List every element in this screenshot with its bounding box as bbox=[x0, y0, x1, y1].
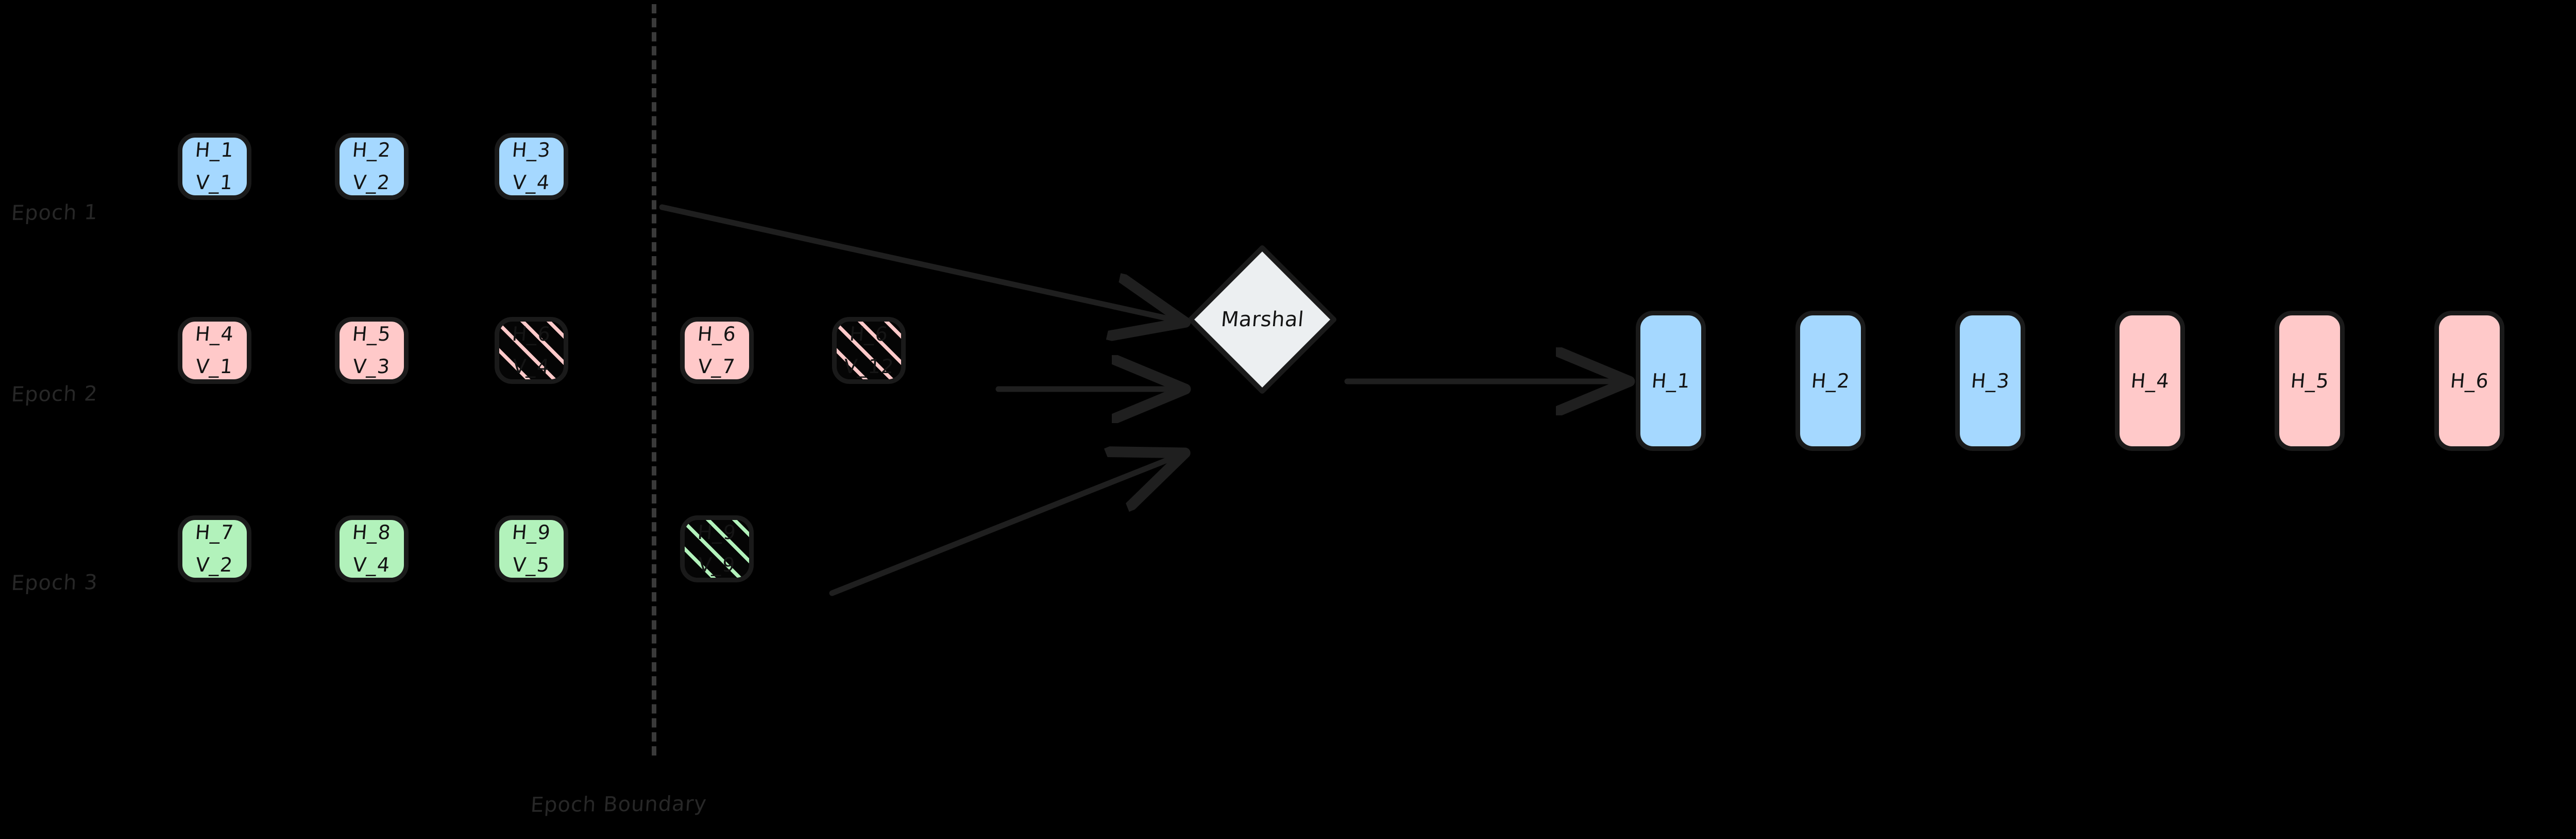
box-header: H_2 bbox=[1810, 369, 1851, 392]
epoch-label-2: Epoch 2 bbox=[10, 382, 99, 407]
box-header: H_9 bbox=[511, 521, 552, 544]
box-version: V_2 bbox=[195, 553, 234, 576]
box-header: H_6 bbox=[2449, 369, 2490, 392]
epoch2-box-4[interactable]: H_6 V_7 bbox=[680, 317, 754, 384]
output-box-6[interactable]: H_6 bbox=[2434, 311, 2504, 451]
diamond-shape bbox=[1188, 245, 1336, 394]
epoch2-box-2[interactable]: H_5 V_3 bbox=[335, 317, 409, 384]
epoch2-box-1[interactable]: H_4 V_1 bbox=[178, 317, 251, 384]
box-header: H_4 bbox=[2129, 369, 2171, 392]
epoch3-box-1[interactable]: H_7 V_2 bbox=[178, 515, 251, 582]
box-header: H_8 bbox=[351, 521, 392, 544]
box-header: H_1 bbox=[194, 139, 235, 162]
box-header: H_6 bbox=[849, 323, 889, 346]
box-header: H_6 bbox=[697, 323, 737, 346]
marshal-node[interactable]: Marshal bbox=[1188, 245, 1337, 394]
box-version: V_12 bbox=[842, 355, 895, 378]
epoch-boundary-line bbox=[652, 4, 656, 756]
box-version: V_4 bbox=[512, 355, 551, 378]
box-header: H_5 bbox=[2289, 369, 2330, 392]
box-header: H_4 bbox=[194, 323, 235, 346]
epoch-label-1: Epoch 1 bbox=[10, 200, 99, 225]
output-box-4[interactable]: H_4 bbox=[2115, 311, 2185, 451]
output-box-5[interactable]: H_5 bbox=[2275, 311, 2345, 451]
epoch3-box-2[interactable]: H_8 V_4 bbox=[335, 515, 409, 582]
box-version: V_5 bbox=[512, 553, 551, 576]
epoch-boundary-label: Epoch Boundary bbox=[530, 792, 708, 817]
output-box-2[interactable]: H_2 bbox=[1795, 311, 1866, 451]
box-header: H_1 bbox=[1650, 369, 1691, 392]
box-version: V_1 bbox=[195, 171, 234, 194]
box-header: H_3 bbox=[511, 139, 552, 162]
box-version: V_4 bbox=[352, 553, 392, 576]
box-header: H_6 bbox=[511, 323, 552, 346]
box-version: V_2 bbox=[352, 171, 392, 194]
epoch1-box-2[interactable]: H_2 V_2 bbox=[335, 133, 409, 200]
box-header: H_9 bbox=[697, 521, 737, 544]
box-header: H_5 bbox=[351, 323, 392, 346]
epoch3-box-3[interactable]: H_9 V_5 bbox=[495, 515, 568, 582]
epoch2-box-3-dropped[interactable]: H_6 V_4 bbox=[495, 317, 568, 384]
epoch-label-3: Epoch 3 bbox=[10, 570, 99, 595]
box-version: V_9 bbox=[697, 553, 737, 576]
box-header: H_3 bbox=[1970, 369, 2011, 392]
epoch1-box-1[interactable]: H_1 V_1 bbox=[178, 133, 251, 200]
epoch3-box-4-dropped[interactable]: H_9 V_9 bbox=[680, 515, 754, 582]
box-version: V_4 bbox=[512, 171, 551, 194]
box-version: V_7 bbox=[697, 355, 737, 378]
box-version: V_1 bbox=[195, 355, 234, 378]
epoch1-box-3[interactable]: H_3 V_4 bbox=[495, 133, 568, 200]
box-header: H_2 bbox=[351, 139, 392, 162]
epoch2-box-5-dropped[interactable]: H_6 V_12 bbox=[832, 317, 906, 384]
marshal-label: Marshal bbox=[1219, 308, 1305, 331]
output-box-3[interactable]: H_3 bbox=[1955, 311, 2025, 451]
box-header: H_7 bbox=[194, 521, 235, 544]
box-version: V_3 bbox=[352, 355, 392, 378]
arrow-epoch1-to-marshal bbox=[659, 204, 1180, 321]
arrow-epoch3-to-marshal bbox=[829, 455, 1180, 596]
output-box-1[interactable]: H_1 bbox=[1636, 311, 1706, 451]
